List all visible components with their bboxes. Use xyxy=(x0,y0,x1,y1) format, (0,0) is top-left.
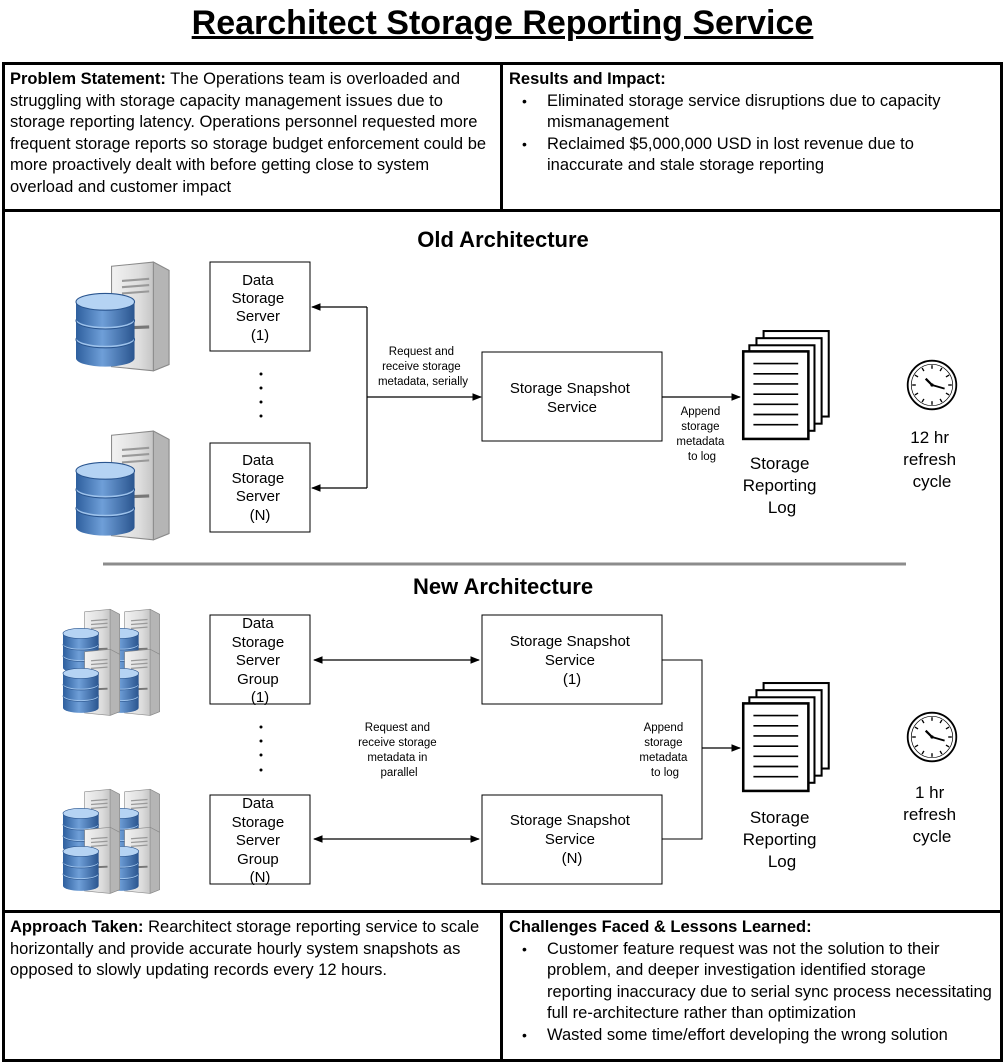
database-server-icon xyxy=(74,429,171,542)
box-line: Storage xyxy=(232,290,285,307)
serial-request-connector xyxy=(311,303,482,492)
challenges-panel: Challenges Faced & Lessons Learned: Cust… xyxy=(500,910,1003,1062)
clock-icon xyxy=(906,711,958,763)
data-storage-server-last-box: Data Storage Server (N) xyxy=(209,442,311,533)
storage-reporting-log-label: Storage Reporting Log xyxy=(743,454,821,517)
results-label: Results and Impact: xyxy=(509,70,666,88)
results-panel: Results and Impact: Eliminated storage s… xyxy=(500,62,1003,212)
log-document-icon xyxy=(741,681,831,793)
server-cluster-icon xyxy=(61,608,161,717)
database-server-icon xyxy=(74,260,171,373)
svg-text:Data Storage S: Data Storage Server (N) xyxy=(232,452,289,524)
storage-snapshot-service-first-box: Storage Snapshot Service (1) xyxy=(481,614,663,705)
problem-statement-panel: Problem Statement: The Operations team i… xyxy=(2,62,503,212)
svg-text:Data Storage S: Data Storage Server Group (1) xyxy=(232,615,289,706)
box-line: (1) xyxy=(251,327,269,344)
append-label: Append storage metadata to log xyxy=(639,722,690,779)
box-line: Storage xyxy=(232,470,285,487)
data-storage-server-group-first-box: Data Storage Server Group (1) xyxy=(209,614,311,706)
page-title: Rearchitect Storage Reporting Service xyxy=(191,4,814,42)
old-architecture-heading: Old Architecture xyxy=(417,227,589,252)
svg-text:Storage Snapshot Servi: Storage Snapshot Service (N) xyxy=(510,812,634,867)
storage-snapshot-service-last-box: Storage Snapshot Service (N) xyxy=(481,794,663,885)
problem-statement-text: The Operations team is overloaded and st… xyxy=(10,70,487,196)
box-line: Server xyxy=(236,308,280,325)
results-item: Reclaimed $5,000,000 USD in lost revenue… xyxy=(509,134,994,177)
refresh-cycle-label: 12 hr refresh cycle xyxy=(903,428,961,491)
box-line: Server xyxy=(236,488,280,505)
ellipsis-dots xyxy=(259,372,263,418)
box-line: Data xyxy=(242,452,274,469)
serial-request-label: Request and receive storage metadata, se… xyxy=(378,346,468,388)
box-line: (N) xyxy=(250,507,271,524)
approach-label: Approach Taken: xyxy=(10,918,144,936)
server-cluster-icon xyxy=(61,788,161,895)
problem-statement-label: Problem Statement: xyxy=(10,70,166,88)
parallel-request-arrows xyxy=(313,656,480,843)
approach-text: Rearchitect storage reporting service to… xyxy=(10,918,480,979)
results-item: Eliminated storage service disruptions d… xyxy=(509,91,994,134)
challenges-list: Customer feature request was not the sol… xyxy=(509,939,994,1047)
architecture-diagram: Old Architecture Data Storage Server (1)… xyxy=(61,227,961,895)
log-document-icon xyxy=(741,329,831,441)
storage-snapshot-service-box: Storage Snapshot Service xyxy=(481,351,663,442)
challenges-label: Challenges Faced & Lessons Learned: xyxy=(509,918,812,936)
parallel-request-label: Request and receive storage metadata in … xyxy=(358,722,440,779)
append-connector xyxy=(662,659,741,840)
svg-text:Data Storage S: Data Storage Server Group (N) xyxy=(232,795,289,886)
data-storage-server-first-box: Data Storage Server (1) xyxy=(209,261,311,352)
refresh-cycle-label: 1 hr refresh cycle xyxy=(903,783,961,846)
clock-icon xyxy=(906,359,958,411)
approach-panel: Approach Taken: Rearchitect storage repo… xyxy=(2,910,503,1062)
storage-reporting-log-label: Storage Reporting Log xyxy=(743,808,821,871)
results-list: Eliminated storage service disruptions d… xyxy=(509,91,994,177)
architecture-diagram-panel: Old Architecture Data Storage Server (1)… xyxy=(2,209,1003,913)
challenges-item: Customer feature request was not the sol… xyxy=(509,939,994,1025)
new-architecture-heading: New Architecture xyxy=(413,574,593,599)
box-line: Data xyxy=(242,272,274,289)
challenges-item: Wasted some time/effort developing the w… xyxy=(509,1025,994,1047)
svg-text:Storage Snapshot Servi: Storage Snapshot Service xyxy=(510,380,634,416)
data-storage-server-group-last-box: Data Storage Server Group (N) xyxy=(209,794,311,886)
svg-text:Storage Snapshot Servi: Storage Snapshot Service (1) xyxy=(510,633,634,688)
append-label: Append storage metadata to log xyxy=(676,406,727,463)
ellipsis-dots xyxy=(259,725,263,772)
svg-text:Data Storage S: Data Storage Server (1) xyxy=(232,272,289,344)
